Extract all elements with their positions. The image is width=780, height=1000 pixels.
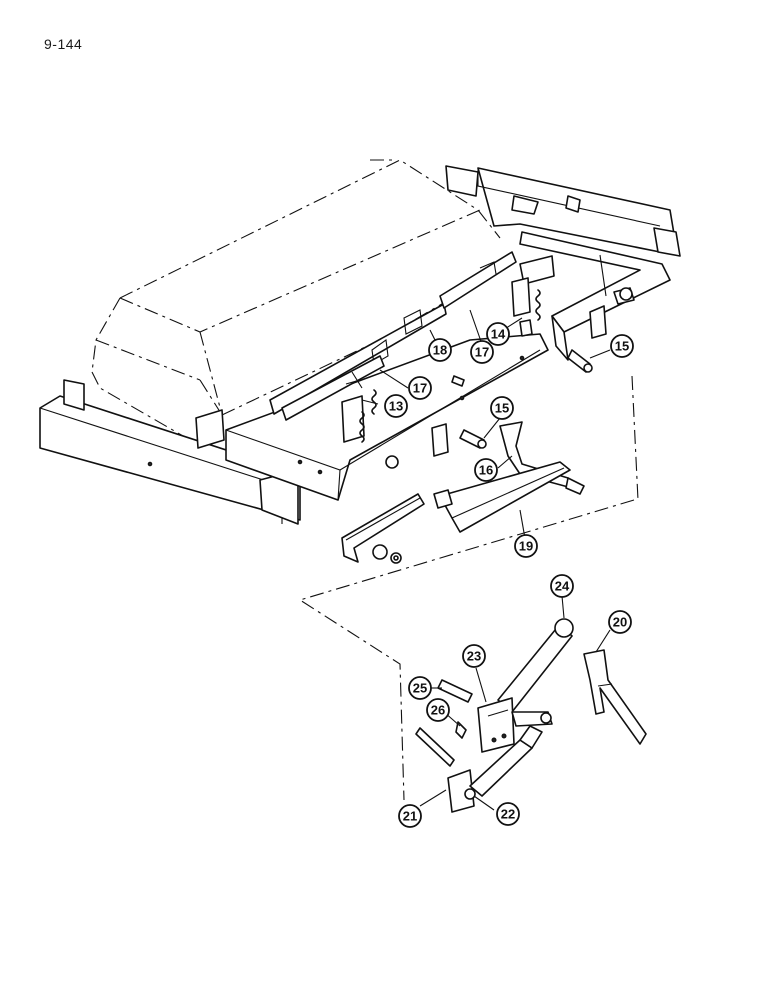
- svg-text:17: 17: [475, 345, 489, 360]
- latch-bracket-13: [341, 371, 377, 443]
- svg-text:15: 15: [495, 401, 509, 416]
- svg-text:24: 24: [555, 579, 570, 594]
- svg-text:19: 19: [519, 539, 533, 554]
- callout-14: 14: [486, 322, 510, 346]
- arm-19: [433, 461, 571, 533]
- callout-15-right: 15: [610, 334, 634, 358]
- rear-top-rail: [445, 165, 681, 257]
- pin-15-right: [567, 349, 593, 373]
- callout-25: 25: [408, 676, 432, 700]
- pin-25: [437, 679, 473, 703]
- callout-24: 24: [550, 574, 574, 598]
- svg-text:15: 15: [615, 339, 629, 354]
- svg-text:16: 16: [479, 463, 493, 478]
- svg-text:25: 25: [413, 681, 427, 696]
- callout-26: 26: [426, 698, 450, 722]
- svg-text:13: 13: [389, 399, 403, 414]
- callout-18: 18: [428, 338, 452, 362]
- callout-19: 19: [514, 534, 538, 558]
- pin-26: [455, 721, 467, 739]
- hinge-channel-17-lower: [281, 355, 385, 421]
- shaft-21: [415, 727, 455, 767]
- svg-text:22: 22: [501, 807, 515, 822]
- svg-text:21: 21: [403, 809, 417, 824]
- callout-17-upper: 17: [470, 340, 494, 364]
- pedal-linkage-assembly: [447, 618, 574, 813]
- assembly-connector-line: [298, 499, 635, 801]
- callout-15-centre: 15: [490, 396, 514, 420]
- nut-22: [464, 788, 476, 800]
- svg-text:17: 17: [413, 381, 427, 396]
- callout-21: 21: [398, 804, 422, 828]
- svg-text:14: 14: [491, 327, 506, 342]
- callout-17-lower: 17: [408, 376, 432, 400]
- small-pin: [451, 375, 465, 387]
- page-number: 9-144: [44, 36, 83, 52]
- latch-bracket-14: [511, 255, 555, 337]
- svg-text:23: 23: [467, 649, 481, 664]
- callout-22: 22: [496, 802, 520, 826]
- svg-text:20: 20: [613, 615, 627, 630]
- pin-15-centre: [459, 429, 487, 449]
- lower-bar: [341, 493, 425, 564]
- svg-text:18: 18: [433, 343, 447, 358]
- callout-20: 20: [608, 610, 632, 634]
- svg-text:26: 26: [431, 703, 445, 718]
- hinge-channel-17-upper: [439, 251, 517, 309]
- right-frame-rail: [519, 231, 671, 361]
- assembly-connector-line-2: [631, 375, 639, 501]
- callout-16: 16: [474, 458, 498, 482]
- lever-20: [583, 649, 647, 745]
- callout-13: 13: [384, 394, 408, 418]
- centre-frame-member: [225, 333, 549, 501]
- callout-23: 23: [462, 644, 486, 668]
